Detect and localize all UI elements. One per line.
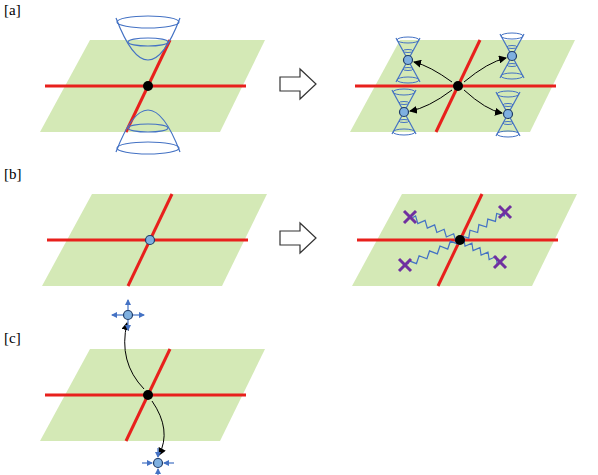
surface-plane [42,194,267,286]
split-arrows [410,58,506,113]
critical-point [143,390,153,400]
wavy-line [459,237,502,265]
purple-cross [399,259,411,271]
surface-plane [350,40,575,132]
wavy-line [411,215,461,243]
transition-arrow [280,69,316,99]
surface-plane [40,349,265,441]
dirac-cone [500,33,524,79]
band-paraboloid [116,16,180,154]
dirac-cone [396,37,420,83]
dirac-point [154,459,163,468]
dirac-point [124,311,133,320]
panel-label: [c] [4,330,21,347]
critical-point [455,235,465,245]
escape-arrows [125,323,164,455]
panel-label: [a] [4,2,21,19]
wavy-line [407,237,462,267]
purple-cross [499,206,511,218]
sink-arrows [142,448,174,475]
dirac-cone [392,89,416,135]
source-arrows [112,300,144,330]
transition-arrow [280,223,316,253]
dirac-cone [496,91,520,137]
critical-point [143,81,153,91]
panel-label: [b] [4,166,22,183]
critical-point [453,81,463,91]
purple-cross [404,211,416,223]
wavy-line [458,210,506,243]
purple-cross [494,256,506,268]
dirac-point [146,236,155,245]
surface-plane [352,194,577,286]
surface-plane [40,40,265,132]
